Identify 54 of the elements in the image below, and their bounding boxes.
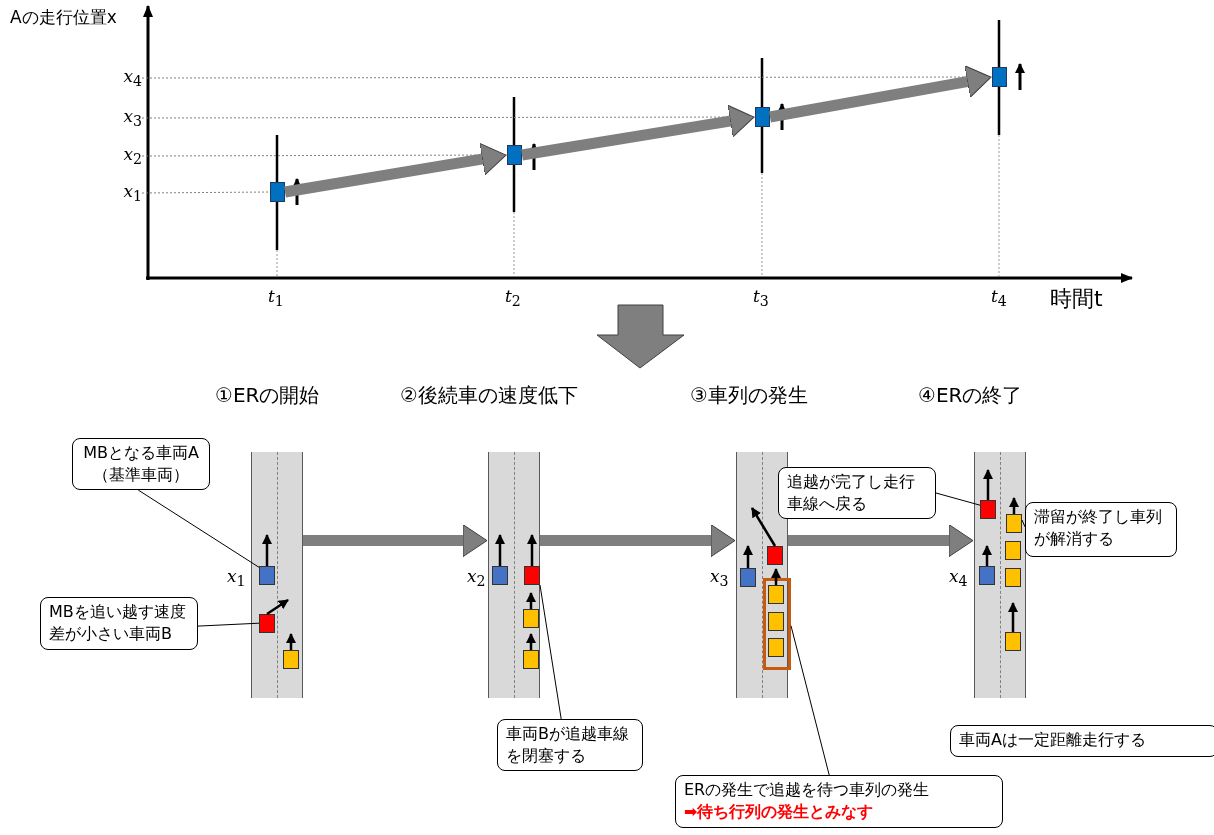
road (488, 452, 540, 698)
step-heading: ①ERの開始 (215, 382, 320, 409)
callout-text: ➡待ち行列の発生とみなす (684, 801, 875, 823)
tick-label: x$_{2}$ (112, 144, 142, 168)
vehicle-icon (1006, 496, 1022, 533)
position-label: x$_{2}$ (467, 566, 486, 590)
grid-line (141, 76, 993, 79)
vehicle-icon (980, 468, 996, 519)
block-arrow (284, 142, 507, 198)
leader-line (539, 584, 562, 720)
step-heading: ③車列の発生 (690, 382, 808, 409)
grid-line (141, 154, 508, 157)
callout-box: 追越が完了し走行車線へ戻る (778, 467, 936, 519)
leader-line (935, 492, 981, 506)
leader-line (197, 622, 260, 627)
position-marker (755, 107, 770, 127)
position-label: x$_{3}$ (710, 566, 729, 590)
position-label: x$_{4}$ (949, 566, 968, 590)
vehicle-icon (524, 533, 540, 585)
step-heading: ④ERの終了 (918, 382, 1023, 409)
axis-label: Aの走行位置x (10, 6, 117, 29)
grid-line (141, 191, 271, 194)
callout-text: ERの発生で追越を待つ車列の発生 (684, 779, 931, 801)
block-arrow (303, 524, 488, 558)
leader-line (790, 625, 830, 776)
tick-label: t$_{3}$ (753, 286, 769, 310)
position-marker (992, 67, 1007, 87)
tick-label: t$_{1}$ (268, 286, 284, 310)
leader-line (1021, 519, 1026, 528)
tick-label: t$_{2}$ (505, 286, 521, 310)
callout-box: 車両Aは一定距離走行する (950, 725, 1214, 757)
tick-label: x$_{1}$ (112, 181, 142, 205)
tick-label: t$_{4}$ (991, 286, 1007, 310)
tick-label: x$_{3}$ (112, 106, 142, 130)
position-marker (507, 145, 522, 165)
grid-line (141, 116, 756, 119)
road (251, 452, 303, 698)
block-arrow (521, 104, 755, 161)
step-heading: ②後続車の速度低下 (400, 382, 578, 409)
callout-box: 車両Bが追越車線を閉塞する (497, 719, 643, 771)
leader-line (137, 489, 260, 568)
tick-label: x$_{4}$ (112, 66, 142, 90)
callout-box: MBとなる車両A（基準車両） (72, 438, 210, 490)
position-label: x$_{1}$ (227, 566, 246, 590)
block-arrow (769, 65, 992, 123)
block-arrow (788, 524, 974, 558)
callout-box (675, 775, 1003, 828)
highlight-frame (763, 578, 791, 670)
vehicle-icon (259, 533, 275, 585)
block-arrow (540, 524, 736, 558)
position-marker (270, 182, 285, 202)
axis-label: 時間t (1050, 285, 1103, 313)
callout-box: MBを追い越す速度差が小さい車両B (40, 597, 198, 650)
callout-box: 滞留が終了し車列が解消する (1025, 502, 1177, 557)
